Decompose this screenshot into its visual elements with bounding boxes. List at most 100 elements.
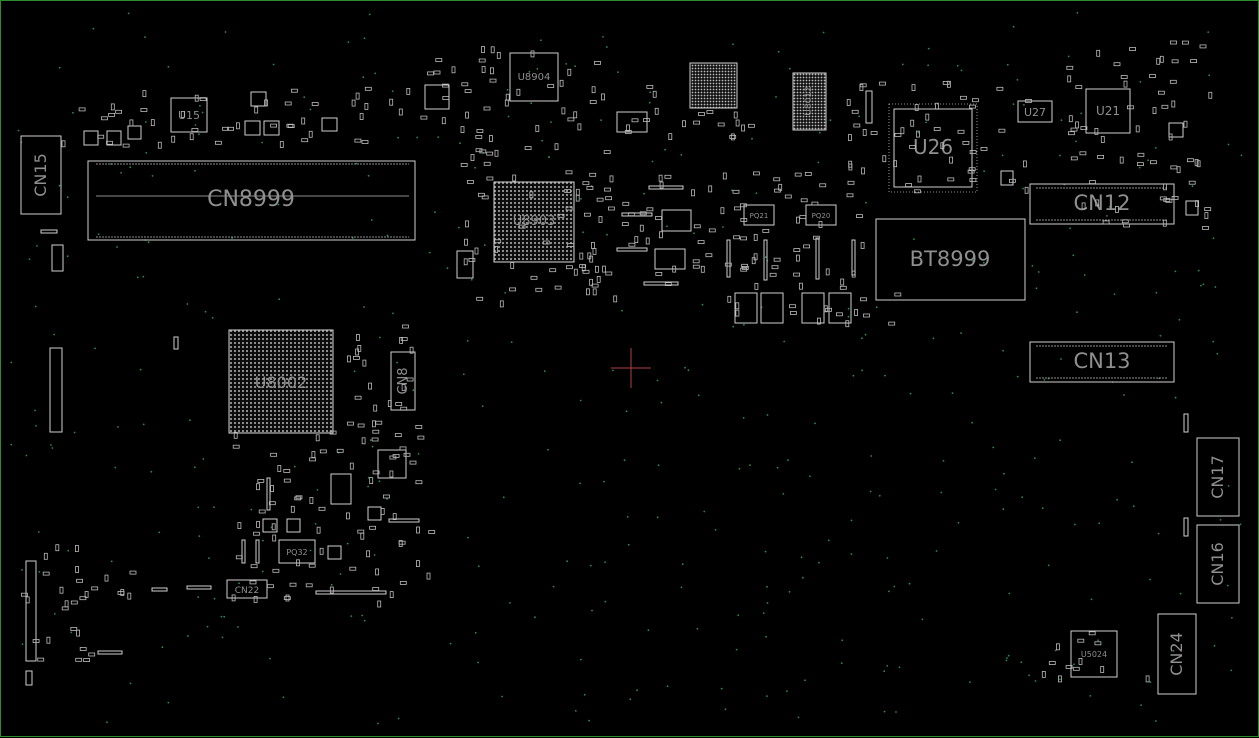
smd-pad <box>287 124 295 128</box>
via <box>10 361 13 364</box>
smd-pad <box>494 245 498 253</box>
via <box>509 602 511 604</box>
mosfet-pq20[interactable]: PQ20 <box>805 204 837 226</box>
smd-pad <box>362 359 367 367</box>
connector-cn22[interactable]: CN22 <box>226 579 268 599</box>
smd-pad <box>1056 643 1060 651</box>
smd-pad <box>773 177 781 182</box>
chip-u26[interactable]: U26 <box>888 103 978 193</box>
via <box>339 573 342 575</box>
via <box>612 369 614 372</box>
chip-u8002[interactable]: U8002 <box>228 329 334 434</box>
smd-pad <box>1070 156 1078 161</box>
smd-pad <box>613 295 618 303</box>
smd-pad <box>1145 675 1150 683</box>
smd-pad <box>722 172 727 180</box>
smd-pad <box>372 429 380 434</box>
smd-pad <box>481 195 489 200</box>
smd-pad <box>846 99 851 106</box>
smd-pad <box>624 129 632 134</box>
via <box>697 394 700 397</box>
connector-cn8999[interactable]: CN8999 <box>87 160 416 241</box>
chip-u5024[interactable]: U5024 <box>1070 630 1118 678</box>
smd-pad <box>290 88 298 93</box>
via <box>1080 112 1083 115</box>
via <box>648 101 651 104</box>
pad-array <box>20 40 1213 683</box>
via <box>693 232 695 235</box>
smd-pad <box>61 140 66 148</box>
smd-pad <box>655 271 663 276</box>
connector-cn16[interactable]: CN16 <box>1196 524 1240 604</box>
smd-pad <box>735 302 740 310</box>
via <box>261 141 264 144</box>
smd-pad <box>357 423 365 428</box>
smd-pad <box>481 46 485 53</box>
smd-pad <box>793 272 800 277</box>
chip-u8012[interactable]: U8012 <box>792 72 827 131</box>
smd-pad <box>589 255 594 263</box>
connector-cn15[interactable]: CN15 <box>20 135 62 215</box>
smd-pad <box>861 167 865 175</box>
smd-pad <box>1156 57 1161 65</box>
via <box>110 560 113 563</box>
chip-u27[interactable]: U27 <box>1017 100 1053 123</box>
connector-cn13[interactable]: CN13 <box>1029 341 1175 383</box>
chip-u8903[interactable]: U8903 <box>493 181 575 263</box>
smd-pad <box>646 207 654 212</box>
via <box>150 470 153 473</box>
smd-pad <box>420 115 428 120</box>
via <box>386 498 388 500</box>
connector-cn12[interactable]: CN12 <box>1029 183 1175 225</box>
smd-pad <box>1094 128 1099 135</box>
smd-pad <box>1094 641 1102 646</box>
smd-pad <box>371 420 376 428</box>
via <box>870 455 873 457</box>
mosfet-pq32[interactable]: PQ32 <box>278 539 316 564</box>
smd-pad <box>602 265 606 273</box>
smd-pad <box>771 265 779 270</box>
smd-pad <box>359 113 364 120</box>
via <box>397 136 399 139</box>
chip-u21[interactable]: U21 <box>1085 88 1131 134</box>
smd-pad <box>415 560 420 567</box>
via <box>510 341 513 343</box>
via <box>1140 704 1142 706</box>
smd-pad <box>142 90 147 97</box>
via <box>392 312 394 315</box>
chip-u15[interactable]: U15 <box>170 97 208 133</box>
via <box>66 196 69 199</box>
smd-pad <box>1096 49 1101 57</box>
mosfet-pq21[interactable]: PQ21 <box>743 204 775 226</box>
smd-pad <box>1068 115 1073 123</box>
via <box>636 689 638 692</box>
via <box>852 374 855 377</box>
via <box>680 586 683 589</box>
via <box>802 576 804 579</box>
connector-cn17[interactable]: CN17 <box>1196 437 1240 517</box>
smd-pad <box>171 135 176 143</box>
via <box>850 519 853 522</box>
smd-pad <box>1079 151 1087 156</box>
smd-pad <box>917 175 922 183</box>
via <box>167 65 170 68</box>
smd-pad <box>549 268 557 273</box>
via <box>481 405 484 407</box>
via <box>591 609 593 612</box>
via <box>776 466 779 469</box>
via <box>528 70 531 73</box>
battery-bt8999[interactable]: BT8999 <box>875 218 1026 301</box>
via <box>574 65 576 67</box>
smd-pad <box>566 265 573 270</box>
chip-bga-top[interactable] <box>689 62 738 109</box>
via <box>777 50 780 53</box>
smd-pad <box>266 584 274 589</box>
cn22-label: CN22 <box>235 586 259 596</box>
via <box>735 648 738 651</box>
via <box>17 129 20 132</box>
via <box>656 379 659 382</box>
via <box>53 333 56 336</box>
connector-cn24[interactable]: CN24 <box>1157 613 1197 695</box>
via <box>202 458 205 460</box>
via <box>278 298 281 301</box>
